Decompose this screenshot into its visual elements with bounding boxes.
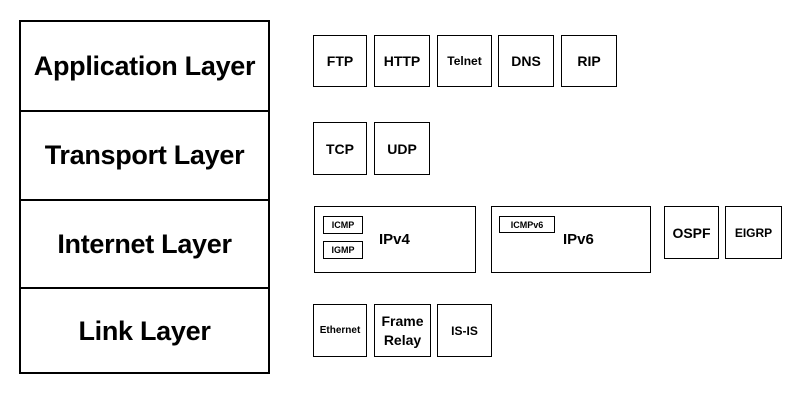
protocol-ipv4-group: IPv4 ICMP IGMP	[314, 206, 476, 273]
protocol-udp: UDP	[374, 122, 430, 175]
frame-relay-line-1: Frame	[381, 312, 424, 329]
protocol-is-is: IS-IS	[437, 304, 492, 357]
protocol-ospf: OSPF	[664, 206, 719, 259]
protocol-ftp: FTP	[313, 35, 367, 87]
transport-layer-label: Transport Layer	[21, 110, 268, 199]
protocol-icmp: ICMP	[323, 216, 363, 234]
protocol-eigrp: EIGRP	[725, 206, 782, 259]
protocol-icmpv6: ICMPv6	[499, 216, 555, 233]
protocol-frame-relay: Frame Relay	[374, 304, 431, 357]
protocol-igmp: IGMP	[323, 241, 363, 259]
protocol-ipv4-label: IPv4	[379, 231, 410, 248]
protocol-http: HTTP	[374, 35, 430, 87]
internet-layer-label: Internet Layer	[21, 199, 268, 287]
link-layer-label: Link Layer	[21, 287, 268, 374]
frame-relay-line-2: Relay	[383, 331, 422, 348]
protocol-tcp: TCP	[313, 122, 367, 175]
protocol-dns: DNS	[498, 35, 554, 87]
protocol-ipv6-label: IPv6	[563, 231, 594, 248]
protocol-telnet: Telnet	[437, 35, 492, 87]
layer-stack: Application Layer Transport Layer Intern…	[19, 20, 270, 374]
application-layer-label: Application Layer	[33, 50, 256, 81]
protocol-ethernet: Ethernet	[313, 304, 367, 357]
protocol-rip: RIP	[561, 35, 617, 87]
protocol-ipv6-group: IPv6 ICMPv6	[491, 206, 651, 273]
